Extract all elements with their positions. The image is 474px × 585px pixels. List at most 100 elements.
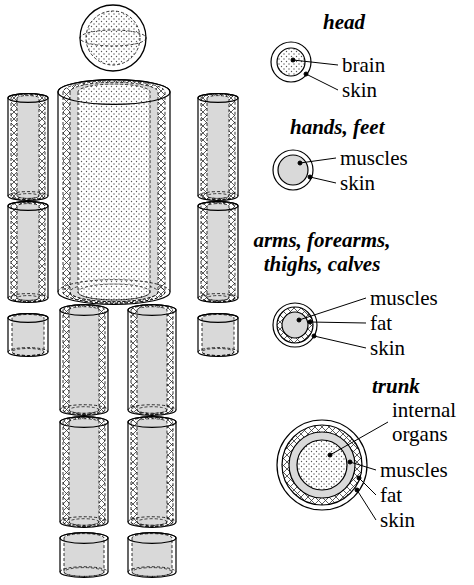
trunk-section	[277, 420, 367, 510]
cylinder-back-rim	[198, 294, 238, 298]
layer-rim	[202, 348, 234, 355]
layer-label: skin	[370, 336, 405, 360]
tissue-layer	[11, 202, 45, 301]
section-heading: arms, forearms, thighs, calves	[238, 228, 406, 276]
cylinder-outline	[128, 305, 176, 416]
head-sphere	[80, 5, 146, 71]
cylinder-outline	[8, 314, 48, 357]
limb-section	[273, 303, 317, 347]
cylinder-back-rim	[198, 348, 238, 352]
trunk-cylinder	[58, 80, 170, 305]
tissue-layer	[132, 534, 172, 577]
cylinder-top	[198, 94, 238, 103]
layer-rim	[207, 296, 229, 301]
cylinder-top	[8, 94, 48, 103]
cylinder-top	[198, 314, 238, 323]
cylinder-top	[8, 202, 48, 211]
tissue-layer	[69, 419, 99, 526]
layer-rim	[137, 519, 167, 526]
layer-label: skin	[342, 78, 377, 102]
layer-label: internal organs	[392, 398, 470, 446]
forearm-cylinder	[198, 202, 238, 303]
hands-feet-section	[273, 150, 313, 190]
layer-label: skin	[340, 171, 375, 195]
cylinder-outline	[128, 533, 176, 578]
cylinder-back-rim	[8, 348, 48, 352]
foot-cylinder	[60, 533, 108, 578]
section-heading: trunk	[372, 374, 420, 398]
cylinder-top	[58, 80, 170, 105]
cylinder-outline	[198, 202, 238, 303]
cylinder-back-rim	[8, 294, 48, 298]
layer-label: fat	[380, 483, 402, 507]
tissue-layer	[11, 94, 45, 199]
layer-label: fat	[370, 311, 392, 335]
cylinder-outline	[8, 202, 48, 303]
cylinder-outline	[198, 94, 238, 201]
layer-label: brain	[342, 53, 385, 77]
layer-rim	[64, 568, 104, 577]
section-heading: hands, feet	[290, 115, 385, 139]
cylinder-back-rim	[128, 567, 176, 572]
tissue-layer	[17, 204, 39, 301]
tissue-layer	[63, 305, 105, 414]
cylinder-back-rim	[8, 192, 48, 196]
cylinder-outline	[58, 80, 170, 305]
tissue-layer	[131, 305, 173, 414]
layer-rim	[69, 407, 99, 414]
tissue-layer	[12, 314, 44, 355]
cylinder-top	[128, 305, 176, 316]
layer-rim	[78, 284, 150, 300]
forearm-cylinder	[8, 202, 48, 303]
cylinder-back-rim	[60, 517, 108, 522]
calf-cylinder	[60, 417, 108, 528]
cylinder-top	[60, 305, 108, 316]
layer-rim	[69, 519, 99, 526]
tissue-layer	[202, 314, 234, 355]
cylinder-back-rim	[128, 405, 176, 410]
cylinder-outline	[8, 94, 48, 201]
layer-rim	[207, 194, 229, 199]
cylinder-back-rim	[198, 192, 238, 196]
cylinder-top	[60, 533, 108, 544]
thigh-cylinder	[60, 305, 108, 416]
layer-rim	[12, 348, 44, 355]
tissue-layer	[207, 96, 229, 199]
body-cylinders	[8, 80, 238, 578]
layer-label: muscles	[380, 458, 448, 482]
layer-label: skin	[380, 508, 415, 532]
tissue-layer	[137, 307, 167, 414]
section-heading: head	[323, 10, 365, 34]
thigh-cylinder	[128, 305, 176, 416]
tissue-layer	[17, 96, 39, 199]
arm-cylinder	[8, 94, 48, 201]
calf-cylinder	[128, 417, 176, 528]
tissue-layer	[207, 204, 229, 301]
tissue-layer	[137, 419, 167, 526]
tissue-layer	[131, 417, 173, 526]
tissue-layer	[70, 82, 158, 301]
tissue-layer	[78, 84, 150, 300]
layer-label: muscles	[340, 146, 408, 170]
arm-cylinder	[198, 94, 238, 201]
hand-cylinder	[198, 314, 238, 357]
layer-rim	[17, 194, 39, 199]
tissue-layer	[69, 307, 99, 414]
tissue-layer	[63, 81, 165, 303]
cylinder-top	[60, 417, 108, 428]
cylinder-outline	[60, 305, 108, 416]
cylinder-outline	[60, 533, 108, 578]
tissue-layer	[64, 534, 104, 577]
tissue-layer	[63, 417, 105, 526]
cylinder-back-rim	[60, 405, 108, 410]
tissue-layer	[201, 94, 235, 199]
foot-cylinder	[128, 533, 176, 578]
cylinder-back-rim	[128, 517, 176, 522]
hand-cylinder	[8, 314, 48, 357]
head-section	[271, 42, 311, 82]
cylinder-outline	[128, 417, 176, 528]
cylinder-top	[8, 314, 48, 323]
layer-rim	[137, 407, 167, 414]
layer-label: muscles	[370, 286, 438, 310]
